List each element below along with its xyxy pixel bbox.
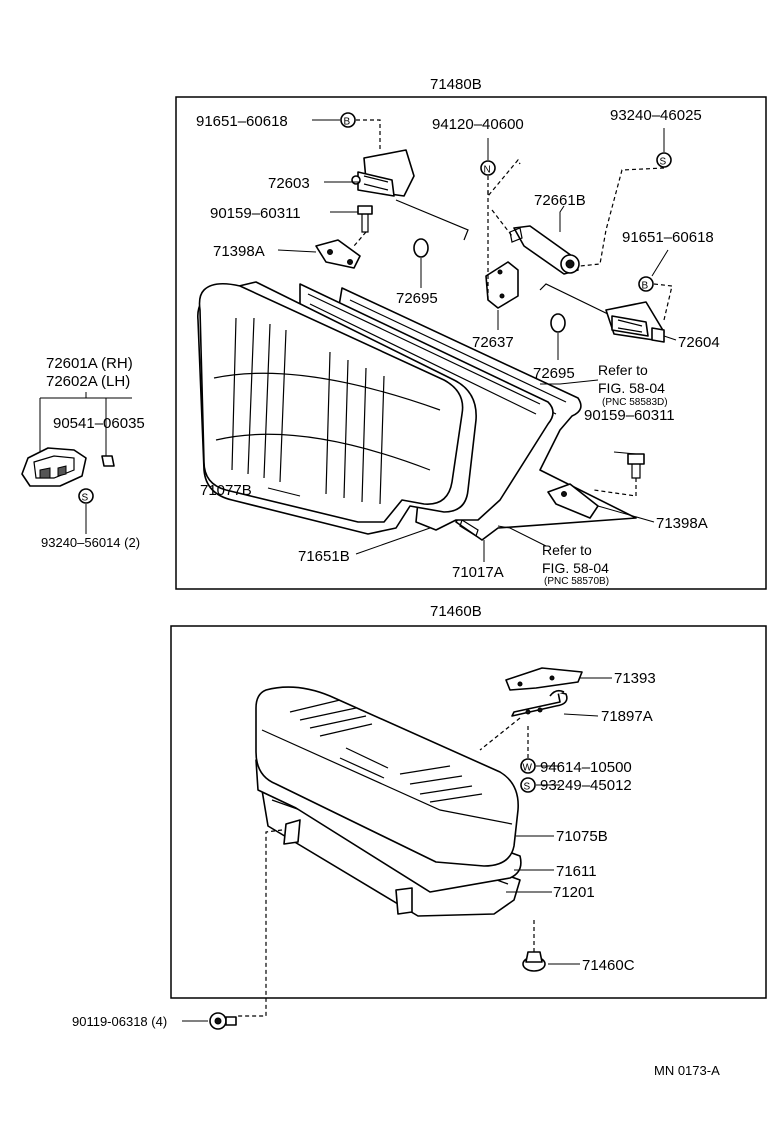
- label-72604: 72604: [678, 334, 720, 351]
- label-72601A: 72601A (RH): [46, 355, 133, 372]
- label-71075B: 71075B: [556, 828, 608, 845]
- label-72637: 72637: [472, 334, 514, 351]
- marker-W: W: [520, 758, 536, 774]
- label-72603: 72603: [268, 175, 310, 192]
- label-91651-a: 91651–60618: [196, 113, 288, 130]
- label-71611: 71611: [556, 863, 597, 880]
- cap-72695-b: [550, 313, 566, 333]
- label-71398A-a: 71398A: [213, 243, 265, 260]
- seatback-cushion-71077B: [197, 281, 477, 535]
- clip-71460C: [522, 951, 546, 972]
- marker-S-2: S: [78, 488, 94, 504]
- label-71077B: 71077B: [200, 482, 252, 499]
- group-label-upper: 71480B: [430, 76, 482, 93]
- ref1-pnc: (PNC 58583D): [602, 397, 668, 408]
- ref2-line1: Refer to: [542, 542, 592, 558]
- marker-S-3: S: [520, 777, 536, 793]
- lock-assembly-72604: [539, 283, 665, 343]
- label-71393: 71393: [614, 670, 656, 687]
- ref1-line2: FIG. 58-04: [598, 380, 665, 396]
- svg-text:S: S: [524, 782, 531, 793]
- marker-B-2: B: [638, 276, 654, 292]
- lever-72661B: [509, 225, 580, 275]
- ref2-pnc: (PNC 58570B): [544, 576, 609, 587]
- label-72602A: 72602A (LH): [46, 373, 130, 390]
- label-71201: 71201: [553, 884, 595, 901]
- svg-text:S: S: [660, 157, 667, 168]
- label-93240-56014: 93240–56014 (2): [41, 535, 140, 550]
- lock-assembly-72603: [351, 149, 469, 241]
- lower-group-frame: [170, 625, 767, 999]
- ref1-line1: Refer to: [598, 362, 648, 378]
- label-90119: 90119-06318 (4): [72, 1014, 167, 1029]
- marker-N: N: [480, 160, 496, 176]
- label-90159-b: 90159–60311: [584, 407, 675, 424]
- label-71017A: 71017A: [452, 564, 504, 581]
- label-72695-a: 72695: [396, 290, 438, 307]
- label-71460C: 71460C: [582, 957, 635, 974]
- bolt-90159-a: [357, 205, 373, 233]
- label-93240-46025: 93240–46025: [610, 107, 702, 124]
- bracket-71393: [505, 667, 583, 691]
- marker-B-1: B: [340, 112, 356, 128]
- label-72661B: 72661B: [534, 192, 586, 209]
- upper-group-frame: [175, 96, 767, 590]
- bracket-71897A: [511, 689, 568, 717]
- label-71398A-b: 71398A: [656, 515, 708, 532]
- svg-text:N: N: [484, 165, 491, 176]
- svg-text:B: B: [642, 281, 649, 292]
- svg-text:S: S: [82, 493, 89, 504]
- hinge-cover-72601A: [21, 447, 87, 487]
- label-91651-b: 91651–60618: [622, 229, 714, 246]
- label-90541: 90541–06035: [53, 415, 145, 432]
- label-93249: 93249–45012: [540, 777, 632, 794]
- bolt-90159-b: [627, 453, 645, 479]
- bolt-90119: [209, 1012, 237, 1030]
- cap-72695-a: [413, 238, 429, 258]
- marker-S-1: S: [656, 152, 672, 168]
- screw-90541: [101, 455, 115, 467]
- svg-text:B: B: [344, 117, 351, 128]
- group-label-lower: 71460B: [430, 603, 482, 620]
- label-90159-a: 90159–60311: [210, 205, 301, 222]
- bracket-71398A-b: [547, 483, 599, 519]
- label-94120: 94120–40600: [432, 116, 524, 133]
- bracket-71398A-a: [315, 239, 361, 269]
- label-71651B: 71651B: [298, 548, 350, 565]
- label-94614: 94614–10500: [540, 759, 632, 776]
- seat-cushion-71075B: [255, 686, 519, 867]
- diagram-code: MN 0173-A: [654, 1063, 720, 1078]
- label-72695-b: 72695: [533, 365, 575, 382]
- label-71897A: 71897A: [601, 708, 653, 725]
- ref2-line2: FIG. 58-04: [542, 560, 609, 576]
- plate-72637: [485, 261, 519, 309]
- svg-text:W: W: [523, 763, 533, 774]
